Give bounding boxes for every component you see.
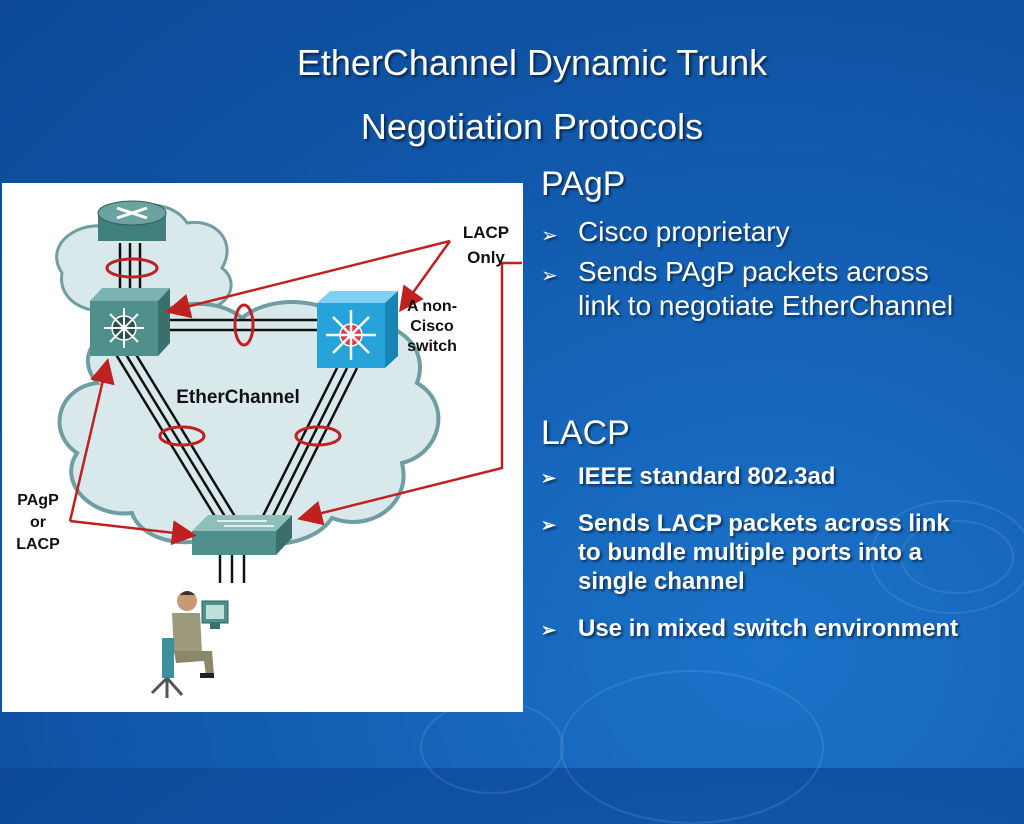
lacp-heading: LACP bbox=[541, 414, 630, 452]
label-pagp-or-lacp-line1: PAgP bbox=[17, 492, 59, 509]
lacp-bullet-text: Use in mixed switch environment bbox=[578, 615, 959, 642]
chevron-right-icon: ➢ bbox=[541, 468, 557, 488]
label-non-cisco-line3: switch bbox=[407, 338, 457, 355]
label-etherchannel: EtherChannel bbox=[176, 387, 300, 408]
router-icon bbox=[97, 200, 167, 241]
list-item: ➢ Sends PAgP packets across link to negot… bbox=[541, 255, 961, 323]
non-cisco-switch-icon bbox=[317, 291, 398, 368]
user-workstation-icon bbox=[150, 591, 229, 698]
slide-title-line2: Negotiation Protocols bbox=[360, 106, 704, 147]
list-item: ➢ IEEE standard 802.3ad bbox=[541, 462, 971, 491]
list-item: ➢ Sends LACP packets across link to bundl… bbox=[541, 509, 971, 596]
etherchannel-bundle-markers bbox=[105, 257, 342, 447]
lacp-bullet-text: Sends LACP packets across link to bundle… bbox=[578, 510, 950, 595]
chevron-right-icon: ➢ bbox=[541, 225, 558, 247]
list-item: ➢ Cisco proprietary bbox=[541, 215, 961, 249]
background-ripple bbox=[870, 500, 1024, 614]
multilayer-switch-icon bbox=[90, 288, 170, 356]
label-lacp-only-line1: LACP bbox=[463, 223, 509, 242]
diagram-canvas: LACP Only A non- Cisco switch EtherChann… bbox=[16, 200, 522, 698]
chevron-right-icon: ➢ bbox=[541, 620, 557, 640]
pagp-bullet-text: Cisco proprietary bbox=[578, 216, 790, 247]
list-item: ➢ Use in mixed switch environment bbox=[541, 614, 971, 643]
label-pagp-or-lacp-line3: LACP bbox=[16, 536, 60, 553]
annotation-arrows bbox=[68, 239, 522, 546]
slide-title-line1: EtherChannel Dynamic Trunk bbox=[296, 42, 768, 83]
trunk-links bbox=[110, 243, 359, 583]
lacp-bullet-list: ➢ IEEE standard 802.3ad ➢ Sends LACP packe… bbox=[541, 462, 971, 661]
label-non-cisco-line1: A non- bbox=[407, 298, 457, 315]
chevron-right-icon: ➢ bbox=[541, 515, 557, 535]
label-non-cisco-line2: Cisco bbox=[410, 318, 454, 335]
pagp-heading: PAgP bbox=[541, 165, 626, 203]
label-pagp-or-lacp-line2: or bbox=[30, 514, 46, 531]
background-ripple bbox=[560, 670, 824, 824]
etherchannel-diagram: LACP Only A non- Cisco switch EtherChann… bbox=[2, 183, 523, 712]
chevron-right-icon: ➢ bbox=[541, 265, 558, 287]
label-lacp-only-line2: Only bbox=[467, 248, 505, 267]
lacp-bullet-text: IEEE standard 802.3ad bbox=[578, 463, 836, 490]
pagp-bullet-text: Sends PAgP packets across link to negoti… bbox=[578, 256, 954, 321]
background-ripple bbox=[420, 700, 564, 794]
pagp-bullet-list: ➢ Cisco proprietary ➢ Sends PAgP packets a… bbox=[541, 215, 961, 329]
workgroup-switch-icon bbox=[192, 515, 292, 555]
